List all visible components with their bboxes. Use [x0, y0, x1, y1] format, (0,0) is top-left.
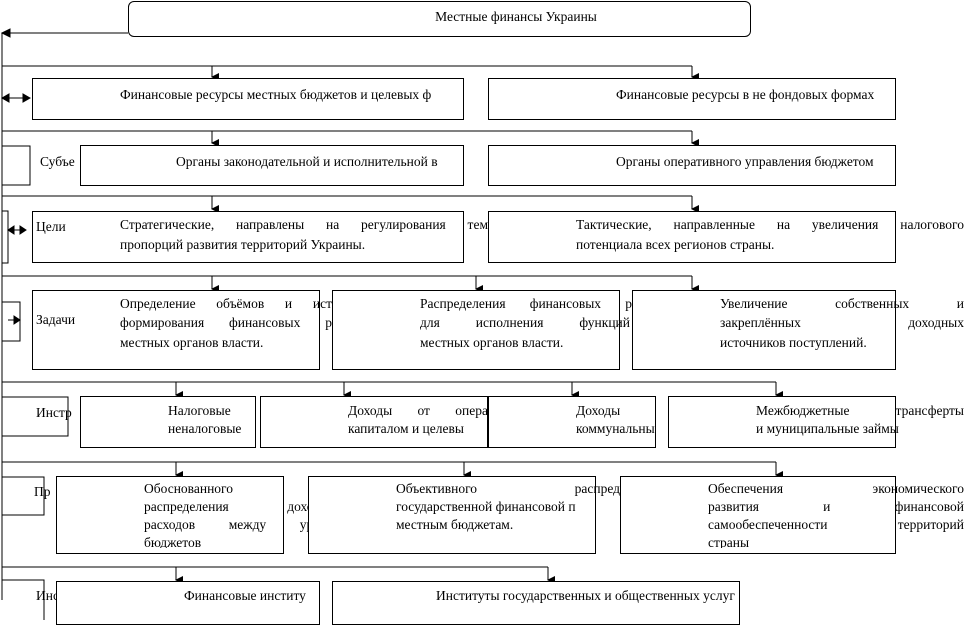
instruments-1-line1: Налоговые [168, 403, 231, 418]
instruments-4-line1: Межбюджетные трансферты [756, 403, 964, 418]
principles-1-line3: расходов между уро [144, 517, 320, 532]
resources-nonfund-text: Финансовые ресурсы в не фондовых формах [616, 87, 875, 102]
instruments-label: Инстр [36, 405, 72, 420]
tasks-3-line2: закреплённых доходных [720, 315, 964, 330]
tasks-3-line3: источников поступлений. [720, 335, 867, 350]
tasks-2-line2: для исполнения функций [420, 315, 630, 330]
institutes-1-text: Финансовые институ [184, 588, 306, 603]
instruments-2-line1: Доходы от опера [348, 403, 488, 418]
goals-tactical-box [488, 211, 896, 263]
subjects-legislative-box [80, 145, 464, 186]
instruments-box-2 [260, 396, 488, 448]
instruments-3-line1: Доходы [576, 403, 621, 418]
subjects-legislative-text: Органы законодательной и исполнительной … [176, 154, 438, 169]
principles-box-1 [56, 476, 284, 554]
principles-3-line2: развития и финансовой [708, 499, 964, 514]
institutes-2-text: Институты государственных и общественных… [436, 588, 735, 603]
tasks-2-line3: местных органов власти. [420, 335, 564, 350]
tasks-box-1 [32, 290, 320, 370]
goals-label-overlay: Цели [36, 219, 66, 234]
goals-strategic-line1: Стратегические, направлены на регулирова… [120, 217, 488, 232]
principles-box-2 [308, 476, 596, 554]
goals-strategic-line2: пропорций развития территорий Украины. [120, 237, 366, 252]
tasks-1-line2: формирования финансовых р [120, 315, 332, 330]
institutes-box-2 [332, 581, 740, 625]
subjects-operational-box [488, 145, 896, 186]
subjects-operational-text: Органы оперативного управления бюджетом [616, 154, 874, 169]
instruments-box-4 [668, 396, 896, 448]
principles-2-line1: Объективного распреде [396, 481, 626, 496]
principles-1-line4: бюджетов [144, 535, 202, 548]
tasks-1-line3: местных органов власти. [120, 335, 264, 350]
goals-tactical-line1: Тактические, направленные на увеличения … [576, 217, 964, 232]
resources-nonfund-box [488, 78, 896, 120]
resources-budget-text: Финансовые ресурсы местных бюджетов и це… [120, 87, 432, 102]
principles-3-line3: самообеспеченности территорий [708, 517, 964, 532]
tasks-2-line1: Распределения финансовых р [420, 296, 632, 311]
title-box [128, 1, 751, 37]
principles-box-3 [620, 476, 896, 554]
goals-strategic-box [32, 211, 464, 263]
principles-3-line4: страны [708, 535, 750, 548]
institutes-box-1 [56, 581, 320, 625]
subjects-label: Субъе [40, 154, 75, 169]
principles-2-line3: местным бюджетам. [396, 517, 514, 532]
instruments-4-line2: и муниципальные займы [756, 421, 899, 436]
instruments-2-line2: капиталом и целевы [348, 421, 464, 436]
tasks-3-line1: Увеличение собственных и [720, 296, 964, 311]
tasks-box-2 [332, 290, 620, 370]
resources-budget-box [32, 78, 464, 120]
instruments-3-line2: коммунальны [576, 421, 655, 436]
tasks-label: Задачи [36, 312, 76, 327]
principles-label: Пр [34, 484, 51, 499]
principles-1-line1: Обоснованного [144, 481, 234, 496]
tasks-1-line1: Определение объёмов и ист [120, 296, 332, 311]
instruments-box-1 [80, 396, 256, 448]
instruments-1-line2: неналоговые [168, 421, 242, 436]
principles-1-line2: распределения доход [144, 499, 320, 514]
goals-tactical-line2: потенциала всех регионов страны. [576, 237, 775, 252]
tasks-box-3 [632, 290, 896, 370]
page-title: Местные финансы Украины [435, 9, 597, 24]
principles-3-line1: Обеспечения экономического [708, 481, 964, 496]
instruments-box-3 [488, 396, 656, 448]
principles-2-line2: государственной финансовой п [396, 499, 576, 514]
